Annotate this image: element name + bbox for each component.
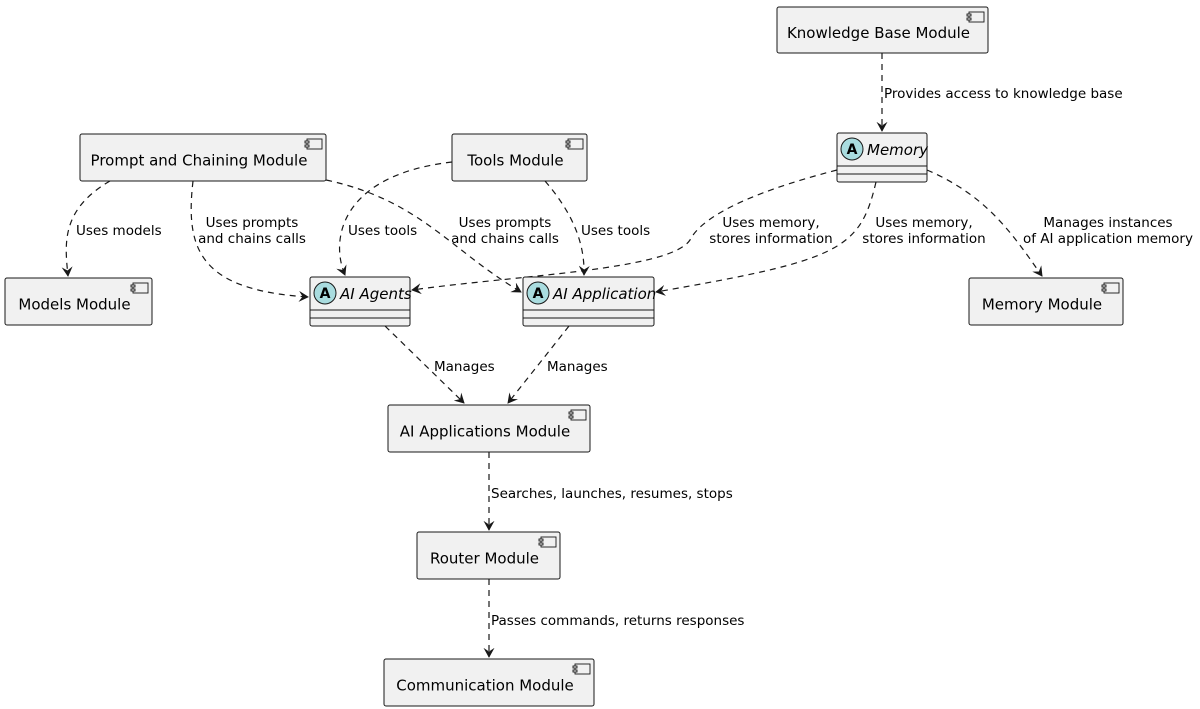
edge-line: [61, 180, 111, 277]
edge-label: and chains calls: [451, 231, 559, 247]
component-icon: [538, 536, 557, 548]
edge-label: stores information: [709, 231, 832, 247]
edge-pc-models: Uses models: [61, 180, 162, 277]
edge-mem-agents: Uses memory,stores information: [411, 169, 838, 295]
node-label: AI Agents: [339, 285, 412, 303]
edge-label: Manages: [434, 359, 495, 375]
edge-label: Uses memory,: [875, 215, 972, 231]
node-box: [4, 277, 153, 326]
node-box: [416, 531, 561, 580]
node-label: Router Module: [430, 550, 539, 568]
node-label: Memory: [867, 141, 929, 159]
node-memory: A Memory: [836, 132, 929, 183]
edge-line: [655, 181, 877, 296]
component-icon: [568, 409, 587, 421]
node-box: [968, 277, 1124, 326]
component-icon: [966, 11, 985, 23]
edge-label: Uses memory,: [722, 215, 819, 231]
component-icon: [130, 282, 149, 294]
node-prompt-chaining: Prompt and Chaining Module: [79, 133, 327, 182]
component-icon: [304, 138, 323, 150]
abstract-stereotype-icon: [840, 137, 864, 161]
node-label: Communication Module: [396, 677, 574, 695]
edge-line: [544, 180, 590, 276]
node-label: AI Applications Module: [400, 423, 570, 441]
abstract-stereotype-icon: [526, 281, 550, 305]
edge-app-aam: Manages: [507, 325, 608, 404]
edge-agents-aam: Manages: [384, 325, 495, 404]
edge-line: [190, 180, 309, 302]
node-ai-agents: A AI Agents: [309, 276, 412, 327]
edge-line: [325, 179, 522, 293]
edge-label: stores information: [862, 231, 985, 247]
node-box: [383, 658, 595, 707]
edge-label: Uses prompts: [206, 215, 299, 231]
component-icon: [1101, 282, 1120, 294]
edge-line: [926, 169, 1043, 277]
edge-tools-app: Uses tools: [544, 180, 650, 276]
edge-line: [384, 325, 465, 404]
edge-label: Passes commands, returns responses: [491, 613, 744, 629]
edge-label: Provides access to knowledge base: [884, 86, 1123, 102]
node-box: [451, 133, 588, 182]
edge-kb-mem: Provides access to knowledge base: [876, 53, 1123, 132]
node-label: Knowledge Base Module: [787, 24, 970, 42]
edge-label: and chains calls: [198, 231, 306, 247]
node-box: [522, 276, 655, 327]
node-ai-application: A AI Application: [522, 276, 656, 327]
node-label: Models Module: [18, 296, 130, 314]
edge-line: [411, 169, 838, 295]
node-label: AI Application: [552, 285, 656, 303]
edge-label: of AI application memory: [1023, 231, 1193, 247]
edge-line: [507, 325, 570, 404]
edge-tools-agents: Uses tools: [336, 161, 453, 276]
abstract-stereotype-icon: [313, 281, 337, 305]
edge-label: Uses tools: [348, 223, 417, 239]
edge-aam-router: Searches, launches, resumes, stops: [483, 452, 733, 531]
node-communication: Communication Module: [383, 658, 595, 707]
node-ai-apps-module: AI Applications Module: [387, 404, 591, 453]
stereotype-letter: A: [320, 286, 331, 302]
edge-line: [336, 161, 453, 276]
node-box: [776, 6, 989, 54]
edge-label: Manages: [547, 359, 608, 375]
edge-router-comm: Passes commands, returns responses: [483, 579, 744, 658]
component-icon: [572, 663, 591, 675]
edge-label: Uses prompts: [459, 215, 552, 231]
stereotype-letter: A: [533, 286, 544, 302]
node-box: [387, 404, 591, 453]
edge-label: Uses models: [76, 223, 162, 239]
node-tools: Tools Module: [451, 133, 588, 182]
node-router: Router Module: [416, 531, 561, 580]
node-models: Models Module: [4, 277, 153, 326]
edge-label: Uses tools: [581, 223, 650, 239]
node-memory-module: Memory Module: [968, 277, 1124, 326]
component-icon: [565, 138, 584, 150]
edge-mem-app: Uses memory,stores information: [655, 181, 986, 296]
node-label: Prompt and Chaining Module: [91, 152, 308, 170]
node-label: Memory Module: [982, 296, 1102, 314]
node-label: Tools Module: [466, 152, 563, 170]
node-box: [79, 133, 327, 182]
edge-label: Searches, launches, resumes, stops: [491, 486, 733, 502]
node-knowledge-base: Knowledge Base Module: [776, 6, 989, 54]
stereotype-letter: A: [847, 142, 858, 158]
edge-label: Manages instances: [1043, 215, 1172, 231]
